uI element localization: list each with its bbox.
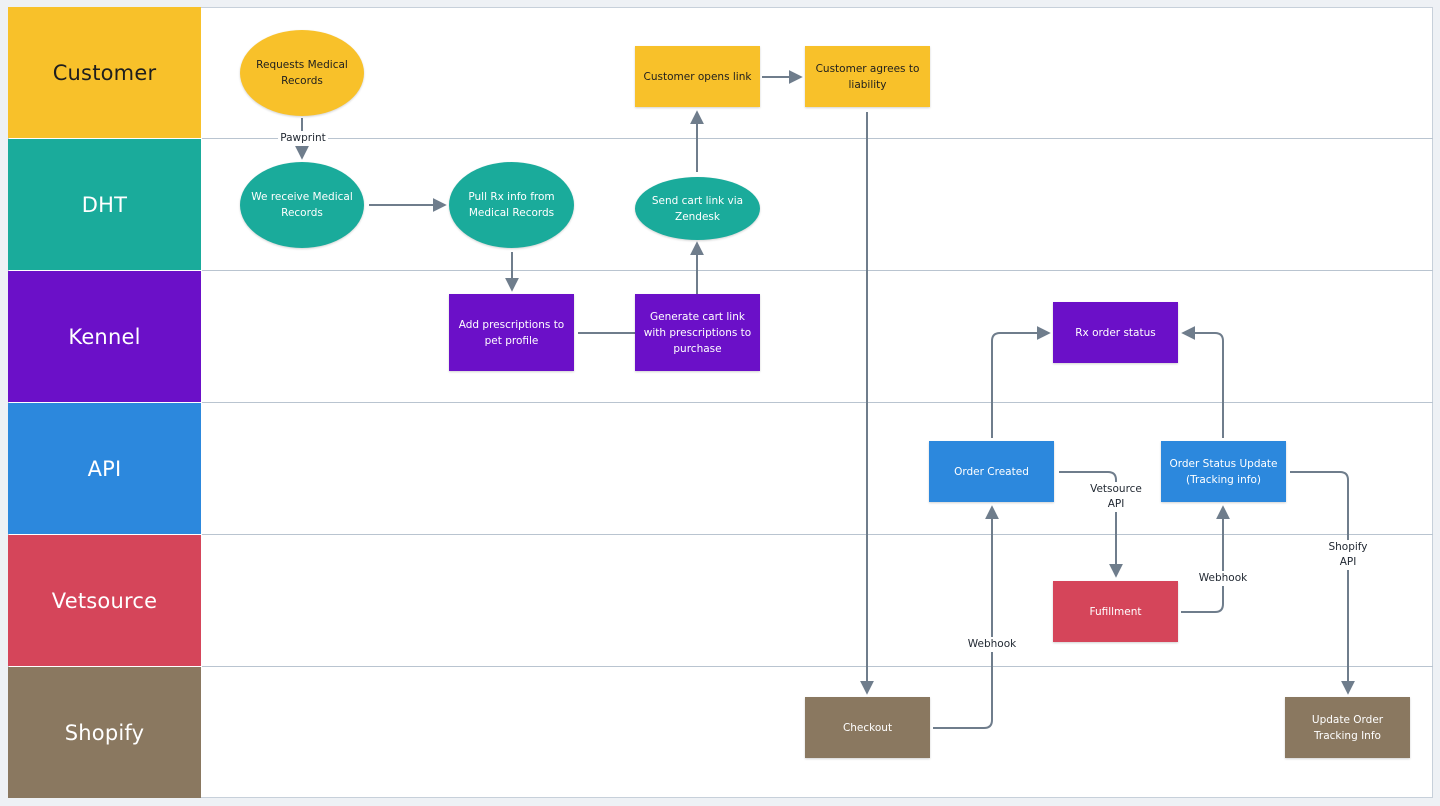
lane-body-dht (202, 139, 1433, 271)
edge-label-shopify-api: Shopify API (1322, 540, 1374, 570)
edge-label-vetsource-api: Vetsource API (1086, 482, 1146, 512)
lane-api: API (8, 403, 1433, 535)
lane-label-api: API (8, 403, 201, 534)
node-order-created[interactable]: Order Created (929, 441, 1054, 502)
lane-label-shopify: Shopify (8, 667, 201, 798)
lane-customer: Customer (8, 7, 1433, 139)
lane-kennel: Kennel (8, 271, 1433, 403)
lane-shopify: Shopify (8, 667, 1433, 799)
lane-body-kennel (202, 271, 1433, 403)
node-rx-order-status[interactable]: Rx order status (1053, 302, 1178, 363)
node-send-cart-link[interactable]: Send cart link via Zendesk (635, 177, 760, 240)
node-pull-rx-info[interactable]: Pull Rx info from Medical Records (449, 162, 574, 248)
edge-label-webhook-fulfillment: Webhook (1198, 571, 1248, 586)
lane-label-customer: Customer (8, 7, 201, 138)
lane-body-vetsource (202, 535, 1433, 667)
lane-body-api (202, 403, 1433, 535)
node-checkout[interactable]: Checkout (805, 697, 930, 758)
node-customer-agrees-liability[interactable]: Customer agrees to liability (805, 46, 930, 107)
edge-label-webhook-checkout: Webhook (966, 637, 1018, 652)
node-update-order-tracking[interactable]: Update Order Tracking Info (1285, 697, 1410, 758)
lane-label-kennel: Kennel (8, 271, 201, 402)
node-customer-opens-link[interactable]: Customer opens link (635, 46, 760, 107)
node-generate-cart-link[interactable]: Generate cart link with prescriptions to… (635, 294, 760, 371)
lane-body-customer (202, 7, 1433, 139)
lane-dht: DHT (8, 139, 1433, 271)
lane-label-dht: DHT (8, 139, 201, 270)
node-add-prescriptions[interactable]: Add prescriptions to pet profile (449, 294, 574, 371)
edge-label-pawprint: Pawprint (278, 131, 328, 146)
node-requests-medical-records[interactable]: Requests Medical Records (240, 30, 364, 116)
node-receive-medical-records[interactable]: We receive Medical Records (240, 162, 364, 248)
node-order-status-update[interactable]: Order Status Update (Tracking info) (1161, 441, 1286, 502)
lane-label-vetsource: Vetsource (8, 535, 201, 666)
lane-vetsource: Vetsource (8, 535, 1433, 667)
node-fulfillment[interactable]: Fufillment (1053, 581, 1178, 642)
